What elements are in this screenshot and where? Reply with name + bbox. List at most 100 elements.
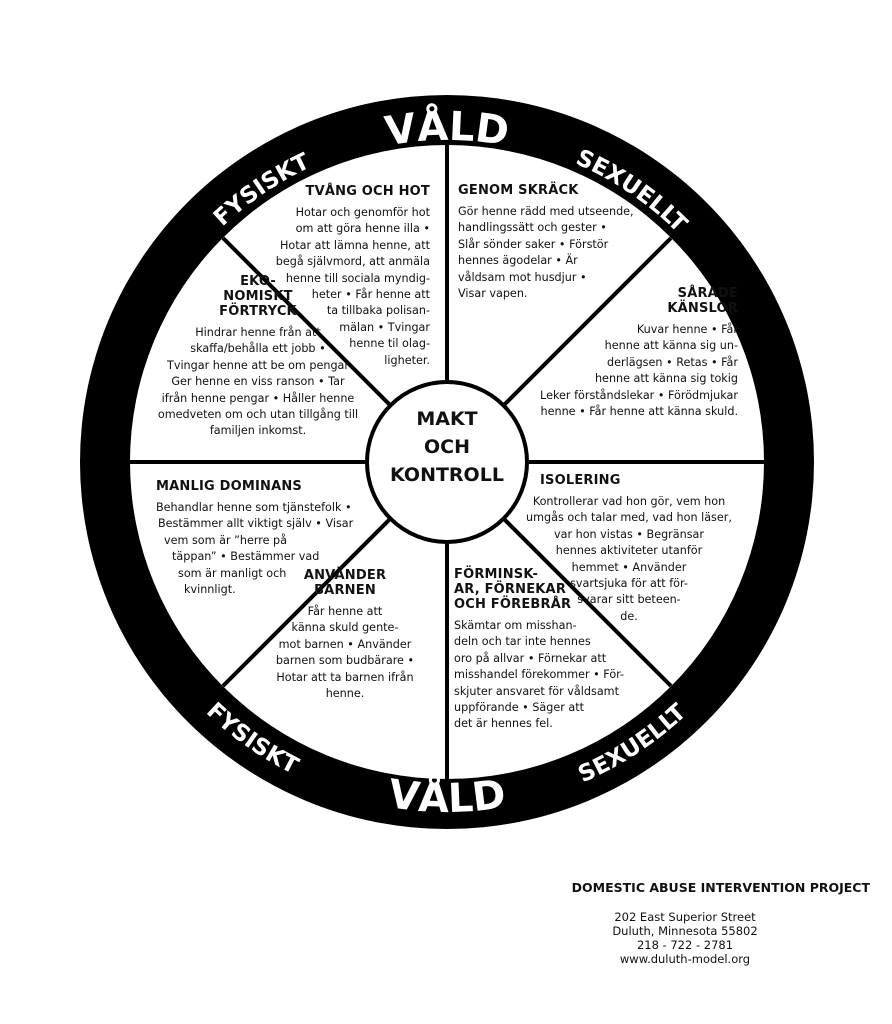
section-body-line: Skämtar om misshan- bbox=[454, 619, 577, 632]
section-body-line: Behandlar henne som tjänstefolk • bbox=[156, 501, 352, 514]
section-body-line: var hon vistas • Begränsar bbox=[553, 527, 705, 541]
section-heading-line: OCH FÖREBRÅR bbox=[454, 597, 572, 612]
section-body-line: Tvingar henne att be om pengar bbox=[166, 358, 349, 372]
section-body-line: henne. bbox=[325, 687, 365, 701]
section-body-line: henne til olag- bbox=[349, 337, 430, 351]
center-line: KONTROLL bbox=[390, 464, 504, 486]
section-isolering: ISOLERING Kontrollerar vad hon gör, vem h… bbox=[516, 473, 742, 625]
center-line: MAKT bbox=[416, 408, 478, 430]
section-body-line: svartsjuka för att för- bbox=[570, 577, 688, 591]
section-body-line: de. bbox=[620, 609, 638, 623]
section-body-line: henne • Får henne att känna skuld. bbox=[540, 405, 739, 419]
section-body-line: om att göra henne illa • bbox=[295, 222, 430, 236]
section-body-line: Visar vapen. bbox=[458, 287, 528, 301]
address-website[interactable]: www.duluth-model.org bbox=[619, 952, 751, 966]
section-manlig-dominans: MANLIG DOMINANS Behandlar henne som tjäns… bbox=[156, 479, 376, 598]
section-body-line: ifrån henne pengar • Håller henne bbox=[161, 391, 355, 405]
section-body-line: Kuvar henne • Får bbox=[636, 323, 738, 336]
section-body-line: deln och tar inte hennes bbox=[454, 635, 591, 649]
section-body-line: Leker förståndslekar • Förödmjukar bbox=[540, 388, 738, 402]
address-block: 202 East Superior Street Duluth, Minneso… bbox=[560, 910, 810, 966]
section-body-line: täppan” • Bestämmer vad bbox=[172, 550, 320, 564]
section-body-line: henne att känna sig un- bbox=[604, 339, 738, 353]
section-heading: MANLIG DOMINANS bbox=[156, 479, 376, 494]
section-body-line: henne till sociala myndig- bbox=[285, 271, 430, 285]
center-line: OCH bbox=[424, 436, 470, 458]
section-heading-line: MANLIG DOMINANS bbox=[156, 479, 302, 494]
section-heading-line: ANVÄNDER bbox=[303, 568, 387, 583]
center-label: MAKT OCH KONTROLL bbox=[367, 405, 527, 489]
section-heading-line: AR, FÖRNEKAR bbox=[454, 582, 567, 597]
section-body-line: handlingssätt och gester • bbox=[458, 221, 607, 235]
section-body-line: Hotar att lämna henne, att bbox=[280, 238, 430, 252]
organization-name: DOMESTIC ABUSE INTERVENTION PROJECT bbox=[571, 880, 870, 895]
section-body-line: hennes ägodelar • Är bbox=[458, 254, 578, 268]
ring-label-top: VÅLD bbox=[382, 101, 512, 155]
address-city: Duluth, Minnesota 55802 bbox=[612, 924, 758, 938]
section-body-line: som är manligt och bbox=[178, 566, 287, 580]
address-phone: 218 - 722 - 2781 bbox=[636, 938, 734, 952]
section-heading-line: BARNEN bbox=[314, 583, 376, 598]
section-body-line: barnen som budbärare • bbox=[275, 654, 415, 668]
section-body-line: kvinnligt. bbox=[184, 583, 236, 597]
section-body: Kuvar henne • Får henne att känna sig un-… bbox=[520, 322, 738, 420]
section-body-line: Får henne att bbox=[307, 605, 383, 618]
section-body-line: mälan • Tvingar bbox=[339, 320, 430, 334]
section-heading: ISOLERING bbox=[516, 473, 742, 488]
section-heading-line: TVÅNG OCH HOT bbox=[305, 184, 430, 199]
section-body-line: oro på allvar • Förnekar att bbox=[454, 651, 607, 665]
section-body-line: det är hennes fel. bbox=[454, 717, 553, 731]
section-heading-line: SÅRADE bbox=[677, 286, 738, 301]
footer: DOMESTIC ABUSE INTERVENTION PROJECT 202 … bbox=[520, 880, 870, 966]
section-body-line: Hindrar henne från att bbox=[195, 326, 321, 339]
section-body: Behandlar henne som tjänstefolk • Bestämm… bbox=[156, 500, 376, 598]
center-circle bbox=[365, 380, 529, 544]
section-body-line: ligheter. bbox=[384, 353, 430, 367]
section-heading-line: FÖRTRYCK bbox=[219, 304, 297, 319]
section-body-line: uppförande • Säger att bbox=[454, 701, 585, 715]
section-body-line: våldsam mot husdjur • bbox=[458, 270, 587, 284]
section-tvang-och-hot: TVÅNG OCH HOT Hotar och genomför hot om at… bbox=[240, 184, 430, 369]
section-body-line: Gör henne rädd med utseende, bbox=[458, 205, 634, 218]
section-body-line: heter • Får henne att bbox=[311, 288, 430, 302]
section-body-line: svarar sitt beteen- bbox=[577, 593, 681, 607]
section-body: Hotar och genomför hot om att göra henne … bbox=[240, 205, 430, 369]
section-body-line: Bestämmer allt viktigt själv • Visar bbox=[158, 517, 354, 531]
section-body-line: misshandel förekommer • För- bbox=[454, 668, 625, 682]
section-body-line: ta tillbaka polisan- bbox=[326, 304, 430, 318]
section-body-line: skjuter ansvaret för våldsamt bbox=[454, 684, 619, 698]
section-body-line: Ger henne en viss ranson • Tar bbox=[171, 375, 345, 389]
section-heading: TVÅNG OCH HOT bbox=[240, 184, 430, 199]
section-body-line: umgås och talar med, vad hon läser, bbox=[526, 511, 732, 525]
section-heading-line: EKO- bbox=[240, 274, 276, 289]
section-heading: GENOM SKRÄCK bbox=[458, 183, 658, 198]
section-body-line: hemmet • Använder bbox=[571, 560, 687, 574]
section-body-line: begå självmord, att anmäla bbox=[275, 255, 430, 269]
section-body-line: vem som är ”herre på bbox=[164, 533, 288, 547]
section-body-line: mot barnen • Använder bbox=[278, 637, 412, 651]
section-heading-line: NOMISKT bbox=[223, 289, 293, 304]
section-body-line: Hotar och genomför hot bbox=[295, 206, 430, 219]
section-body-line: henne att känna sig tokig bbox=[594, 372, 738, 386]
section-body-line: familjen inkomst. bbox=[209, 424, 307, 438]
section-body: Skämtar om misshan-deln och tar inte hen… bbox=[454, 618, 654, 733]
section-heading-line: GENOM SKRÄCK bbox=[458, 183, 579, 198]
ring-label-bottom: VÅLD bbox=[386, 771, 508, 822]
section-body-line: Slår sönder saker • Förstör bbox=[458, 237, 609, 251]
section-body-line: hennes aktiviteter utanför bbox=[555, 544, 703, 558]
section-body-line: Hotar att ta barnen ifrån bbox=[276, 670, 414, 684]
section-body: Gör henne rädd med utseende, handlingssät… bbox=[458, 204, 658, 302]
address-street: 202 East Superior Street bbox=[614, 910, 756, 924]
